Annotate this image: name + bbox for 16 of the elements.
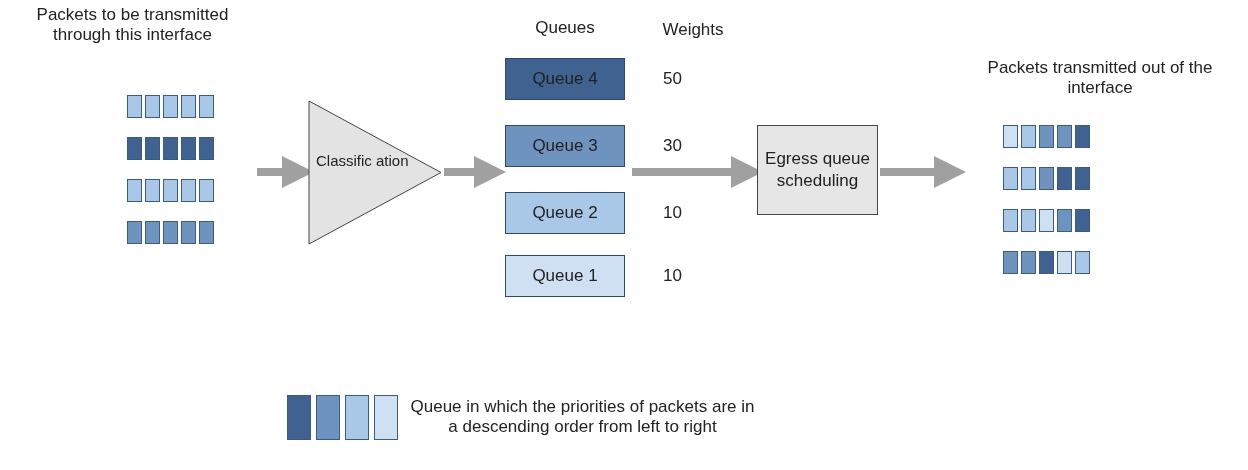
column-heading: Queues (534, 18, 596, 38)
weight-value: 30 (663, 136, 682, 156)
weight-value: 10 (663, 266, 682, 286)
weight-value: 50 (663, 69, 682, 89)
arrow (880, 156, 966, 188)
legend-text: Queue in which the priorities of packets are in a descending order from left to right (410, 397, 755, 437)
process-box: Egress queue scheduling (757, 125, 878, 215)
group-heading: Packets to be transmitted through this interface (35, 5, 230, 45)
queue-box: Queue 4 (505, 58, 625, 100)
queue-box: Queue 1 (505, 255, 625, 297)
column-heading: Weights (661, 20, 725, 40)
node-label: Classific ation (316, 150, 409, 171)
queue-box: Queue 3 (505, 125, 625, 167)
group-heading: Packets transmitted out of the interface (986, 58, 1214, 98)
weight-value: 10 (663, 203, 682, 223)
queue-box: Queue 2 (505, 192, 625, 234)
